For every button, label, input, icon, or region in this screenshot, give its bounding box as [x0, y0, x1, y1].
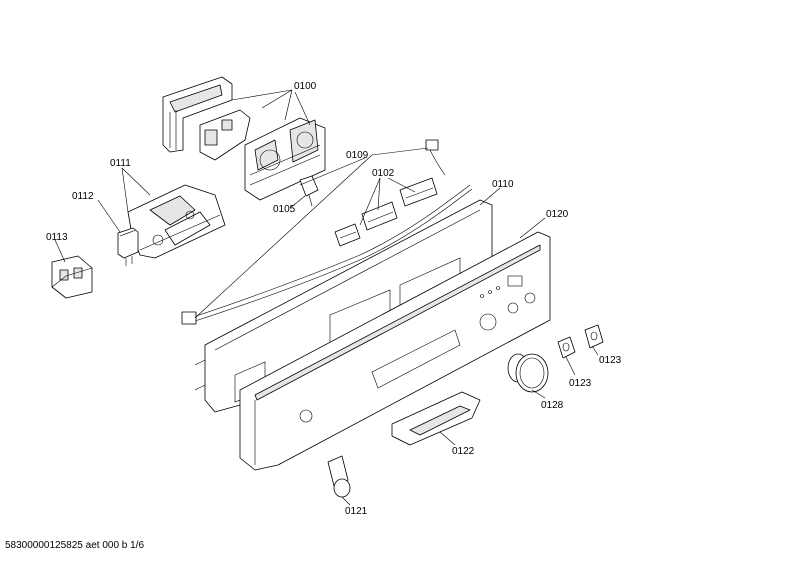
label-0120: 0120 [546, 209, 569, 220]
label-0123-b: 0123 [569, 378, 592, 389]
label-0123-a: 0123 [599, 355, 622, 366]
leader-lines [54, 89, 599, 506]
part-0109-harness [181, 139, 473, 325]
label-0109: 0109 [346, 150, 369, 161]
part-0100-bracket [162, 76, 233, 153]
label-0112: 0112 [72, 191, 94, 202]
part-0122-handle [391, 391, 481, 446]
label-0113: 0113 [46, 232, 68, 243]
part-0123-button-a [557, 336, 576, 359]
label-0122: 0122 [452, 446, 475, 457]
label-0102: 0102 [372, 168, 395, 179]
part-0121-latch [327, 455, 351, 498]
part-0128-knob [507, 353, 549, 393]
part-0120-fascia [239, 231, 551, 471]
part-0102-connectors [334, 177, 438, 247]
label-0105: 0105 [273, 204, 296, 215]
part-0105-sensor [299, 175, 319, 207]
part-0111-bracket [127, 184, 226, 259]
document-id-footer: 58300000125825 aet 000 b 1/6 [5, 540, 145, 551]
part-labels: 0100 0109 0111 0102 0110 0112 0120 0105 … [46, 81, 622, 517]
label-0121: 0121 [345, 506, 368, 517]
part-0123-button-b [584, 324, 604, 349]
label-0128: 0128 [541, 400, 564, 411]
part-0113-switch [51, 255, 93, 299]
label-0110: 0110 [492, 179, 514, 190]
label-0100: 0100 [294, 81, 317, 92]
part-0100-board [199, 109, 326, 201]
label-0111: 0111 [110, 158, 131, 169]
part-0112-capacitor [117, 227, 139, 266]
